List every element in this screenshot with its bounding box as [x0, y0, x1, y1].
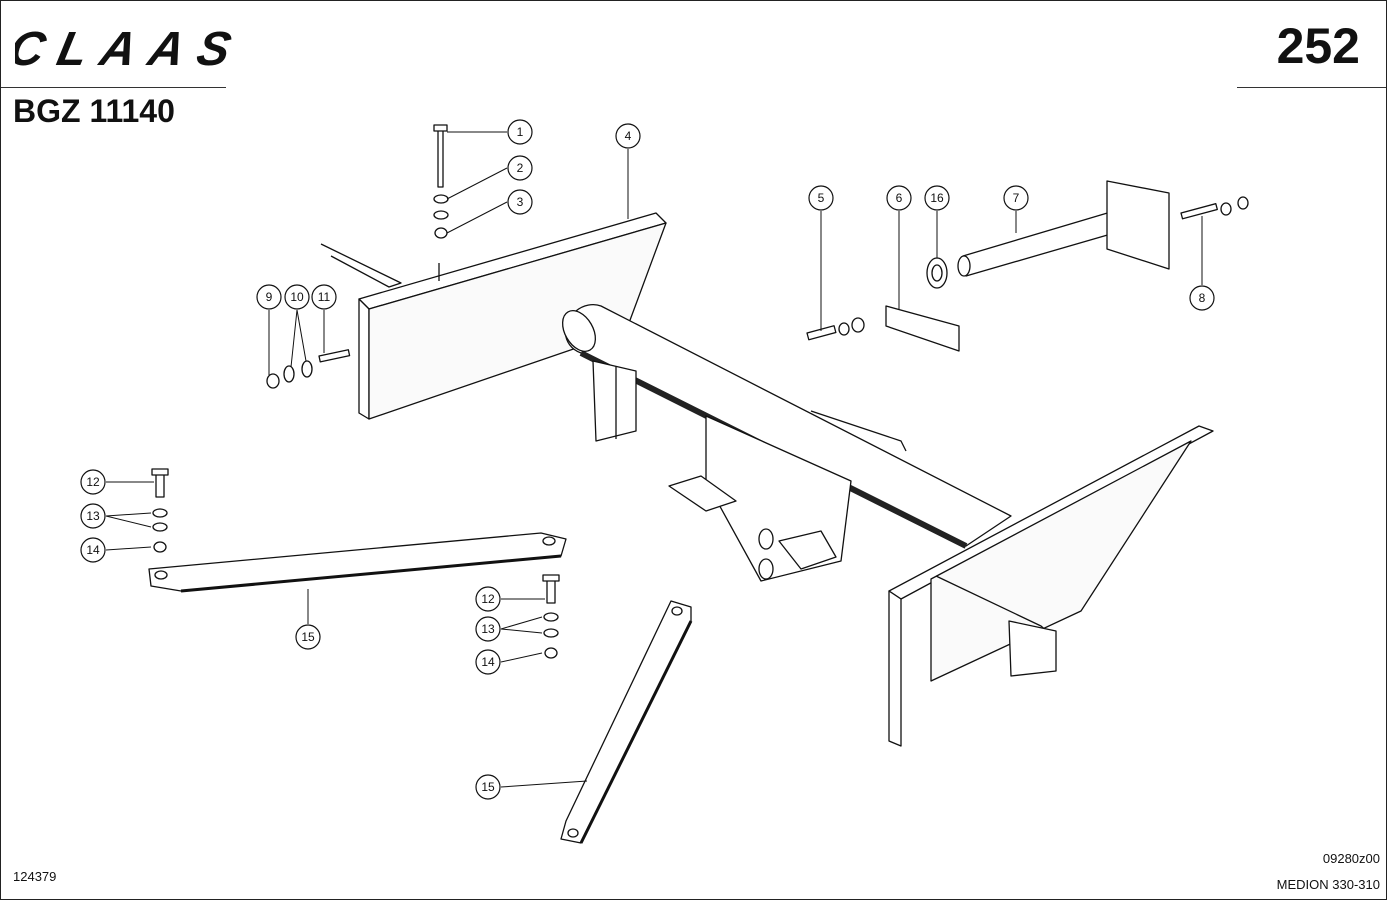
center-hitch-plate	[668, 410, 907, 582]
bolt-part-1	[433, 124, 449, 239]
left-frame-bracket	[320, 212, 667, 420]
callout-1: 1	[507, 119, 533, 145]
right-frame-bracket	[888, 425, 1214, 747]
callout-13-lower: 13	[475, 616, 501, 642]
callout-7: 7	[1003, 185, 1029, 211]
drawing-id: 124379	[13, 869, 57, 884]
svg-text:11: 11	[318, 290, 331, 304]
callout-12-lower: 12	[475, 586, 501, 612]
svg-text:7: 7	[1013, 191, 1020, 205]
svg-text:12: 12	[86, 475, 100, 489]
svg-text:15: 15	[301, 630, 315, 644]
main-cross-tube	[561, 304, 1012, 549]
bolt-part-8	[1180, 196, 1249, 220]
bolt-part-11	[266, 349, 351, 389]
page-number: 252	[1276, 18, 1360, 74]
callout-9: 9	[256, 284, 282, 310]
callout-12-upper: 12	[80, 469, 106, 495]
callout-11: 11	[311, 284, 337, 310]
svg-text:10: 10	[290, 290, 304, 304]
callout-8: 8	[1189, 285, 1215, 311]
callout-16: 16	[924, 185, 950, 211]
shaft-part-7	[957, 180, 1170, 277]
washer-part-16	[926, 257, 948, 289]
callout-2: 2	[507, 155, 533, 181]
plate-part-6	[885, 305, 960, 352]
header-rule-left	[1, 87, 226, 88]
svg-text:4: 4	[625, 129, 632, 143]
callout-4: 4	[615, 123, 641, 149]
callout-14-lower: 14	[475, 649, 501, 675]
callout-13-upper: 13	[80, 503, 106, 529]
svg-text:2: 2	[517, 161, 524, 175]
callout-15-lower: 15	[475, 774, 501, 800]
callout-3: 3	[507, 189, 533, 215]
header-rule-right	[1237, 87, 1386, 88]
svg-text:13: 13	[481, 622, 495, 636]
svg-text:8: 8	[1199, 291, 1206, 305]
svg-text:12: 12	[481, 592, 495, 606]
callout-14-upper: 14	[80, 537, 106, 563]
svg-text:3: 3	[517, 195, 524, 209]
svg-text:16: 16	[930, 191, 944, 205]
svg-text:9: 9	[266, 290, 273, 304]
svg-text:14: 14	[481, 655, 495, 669]
callout-5: 5	[808, 185, 834, 211]
svg-text:15: 15	[481, 780, 495, 794]
claas-logo: CLAAS	[15, 25, 235, 69]
document-code: BGZ 11140	[13, 93, 175, 129]
callout-6: 6	[886, 185, 912, 211]
sheet-code: 09280z00	[1322, 851, 1380, 866]
callout-10: 10	[284, 284, 310, 310]
callout-15-upper: 15	[295, 624, 321, 650]
bolt-part-5	[806, 317, 865, 341]
strut-part-15-upper	[148, 468, 567, 593]
svg-text:6: 6	[896, 191, 903, 205]
model-name: MEDION 330-310	[1276, 877, 1380, 892]
callout-leaders	[105, 131, 1203, 788]
svg-text:13: 13	[86, 509, 100, 523]
svg-text:5: 5	[818, 191, 825, 205]
svg-text:14: 14	[86, 543, 100, 557]
left-support-post	[592, 360, 637, 442]
svg-text:1: 1	[517, 125, 524, 139]
strut-part-15-lower	[542, 574, 693, 844]
